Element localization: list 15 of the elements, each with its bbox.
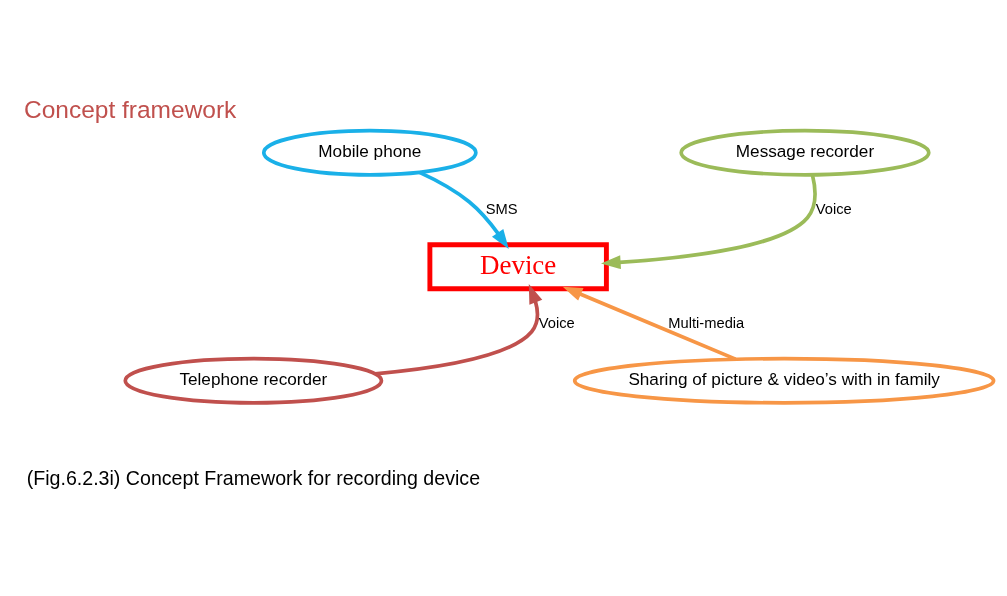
node-box: Device bbox=[426, 242, 609, 292]
node-ellipse: Telephone recorder bbox=[122, 356, 383, 405]
edge-label: Voice bbox=[815, 200, 852, 217]
node-ellipse: Mobile phone bbox=[261, 128, 478, 177]
edge-label: Voice bbox=[538, 314, 575, 331]
caption: (Fig.6.2.3i) Concept Framework for recording device bbox=[26, 466, 480, 489]
node-ellipse: Sharing of picture & video’s with in family bbox=[572, 356, 995, 405]
arrow bbox=[418, 170, 509, 250]
edge-label: SMS bbox=[485, 200, 518, 217]
node-ellipse: Message recorder bbox=[678, 128, 931, 177]
arrow bbox=[600, 174, 817, 270]
arrow bbox=[562, 286, 736, 361]
edge-label: Multi-media bbox=[667, 314, 744, 331]
arrow bbox=[374, 283, 542, 376]
diagram-title: Concept framework bbox=[23, 96, 236, 124]
